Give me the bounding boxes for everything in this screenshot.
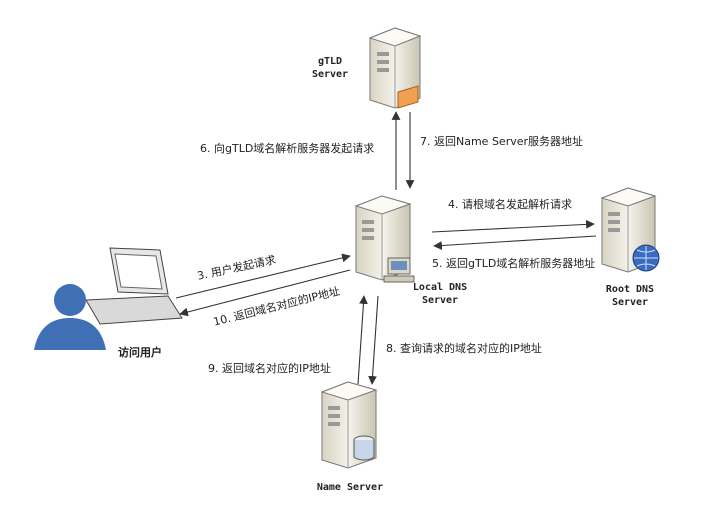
local-dns-server-icon	[354, 195, 415, 283]
name-server-label: Name Server	[310, 482, 390, 495]
gtld-server-label: gTLD Server	[305, 56, 355, 81]
root-label-line1: Root DNS	[605, 284, 655, 295]
local-label-line2: Server	[421, 294, 459, 306]
arrow-e4	[431, 219, 595, 233]
root-dns-label: Root DNS Server	[600, 284, 660, 309]
user-laptop-icon	[34, 247, 183, 350]
local-dns-label: Local DNS Server	[408, 282, 472, 307]
name-label-line1: Name Server	[316, 482, 384, 493]
arrow-e8	[368, 295, 379, 385]
edge-label-e7: 7. 返回Name Server服务器地址	[420, 135, 584, 148]
edge-arrows	[175, 111, 597, 385]
edge-label-e9: 9. 返回域名对应的IP地址	[208, 362, 331, 375]
gtld-label-line1: gTLD	[317, 56, 343, 67]
user-label: 访问用户	[118, 346, 162, 359]
root-dns-server-icon	[600, 187, 660, 273]
gtld-server-icon	[368, 27, 422, 109]
root-label-line2: Server	[611, 296, 649, 308]
gtld-label-line2: Server	[311, 68, 349, 80]
arrow-e10	[179, 269, 351, 317]
edge-label-e8: 8. 查询请求的域名对应的IP地址	[386, 342, 542, 355]
edge-label-e6: 6. 向gTLD域名解析服务器发起请求	[200, 142, 375, 155]
local-label-line1: Local DNS	[412, 282, 468, 293]
name-server-icon	[320, 381, 378, 469]
arrow-e5	[433, 235, 597, 250]
arrow-e3	[175, 253, 351, 299]
edge-label-e4: 4. 请根域名发起解析请求	[448, 198, 572, 211]
arrow-e9	[357, 295, 368, 385]
edge-label-e5: 5. 返回gTLD域名解析服务器地址	[432, 257, 596, 270]
